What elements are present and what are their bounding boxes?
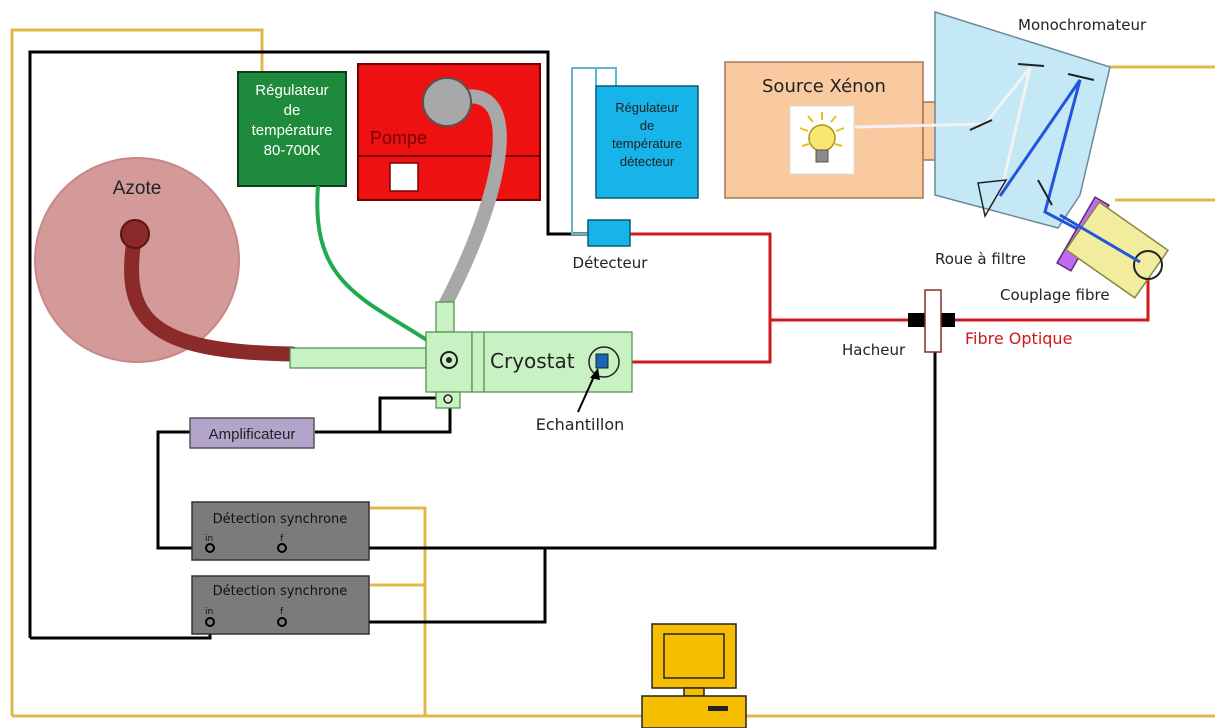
chopper-wheel xyxy=(924,289,942,353)
temperature-regulator-line-1: Régulateur xyxy=(255,82,328,99)
cryostat-label: Cryostat xyxy=(490,349,575,373)
chopper-label: Hacheur xyxy=(842,341,906,359)
lockin-amplifier-2 xyxy=(191,575,370,635)
chopper-connector-left xyxy=(908,313,928,327)
optical-fiber-label: Fibre Optique xyxy=(965,329,1072,348)
temperature-regulator xyxy=(237,71,347,187)
pompe-outlet xyxy=(422,77,472,127)
lockin-amplifier-1 xyxy=(191,501,370,561)
lockin-2-in-port xyxy=(205,617,215,627)
optical-fiber xyxy=(600,232,1150,364)
azote-outlet xyxy=(120,219,150,249)
detector-regulator-line-1: Régulateur xyxy=(615,100,679,115)
detector-regulator-line-3: température xyxy=(612,136,682,151)
amplifier-box xyxy=(189,417,315,449)
temperature-regulator-line-2: de xyxy=(284,102,301,119)
detector-regulator-line-2: de xyxy=(640,118,654,133)
monochromator xyxy=(934,10,1111,229)
signal-cables xyxy=(28,50,937,640)
lockin-1-in-label: in xyxy=(205,534,213,544)
lockin-1-f-port xyxy=(277,543,287,553)
fiber-coupling-port xyxy=(1133,250,1163,280)
detector-label: Détecteur xyxy=(573,254,649,272)
detector-regulator-line-4: détecteur xyxy=(620,154,675,169)
pump-hose xyxy=(438,89,507,312)
lightbulb-icon xyxy=(789,105,855,175)
cryostat-connector-center xyxy=(446,357,452,363)
detector-regulator-cable-branch xyxy=(595,67,617,86)
sample-window xyxy=(588,346,620,378)
cryostat-connector xyxy=(440,351,458,369)
lockin-1-f-label: f xyxy=(280,534,284,544)
detector-regulator-cable xyxy=(571,67,597,235)
source-xenon-label: Source Xénon xyxy=(762,76,886,97)
detector-box xyxy=(587,219,631,247)
beam-to-fiber xyxy=(1059,213,1141,264)
sample xyxy=(595,353,609,369)
regulator-cable xyxy=(315,185,447,354)
temperature-regulator-line-4: 80-700K xyxy=(264,142,321,159)
lockin-1-label: Détection synchrone xyxy=(213,512,348,527)
lockin-2-f-label: f xyxy=(280,607,284,617)
pompe-window xyxy=(389,162,419,192)
cryostat-bottom-connector xyxy=(443,394,453,404)
sample-arrow-head xyxy=(590,368,600,380)
sample-arrow xyxy=(577,371,597,413)
cryostat-bottom-port xyxy=(435,391,461,409)
monochromator-label: Monochromateur xyxy=(1018,16,1147,34)
cryostat-top-inlet xyxy=(435,301,455,333)
nitrogen-hose xyxy=(124,226,300,362)
lockin-2-f-port xyxy=(277,617,287,627)
azote-label: Azote xyxy=(113,178,162,199)
temperature-regulator-line-3: température xyxy=(252,122,333,139)
computer-icon xyxy=(641,623,747,728)
pompe-label: Pompe xyxy=(370,128,427,148)
cryostat-arm xyxy=(289,347,427,369)
fiber-coupling-label: Couplage fibre xyxy=(1000,286,1110,304)
lockin-2-in-label: in xyxy=(205,607,213,617)
sample-label: Echantillon xyxy=(536,415,625,434)
amplifier-label: Amplificateur xyxy=(209,426,296,443)
detector-temperature-regulator xyxy=(595,85,699,199)
lockin-1-in-port xyxy=(205,543,215,553)
filter-wheel-label: Roue à filtre xyxy=(935,250,1026,268)
lockin-2-label: Détection synchrone xyxy=(213,584,348,599)
